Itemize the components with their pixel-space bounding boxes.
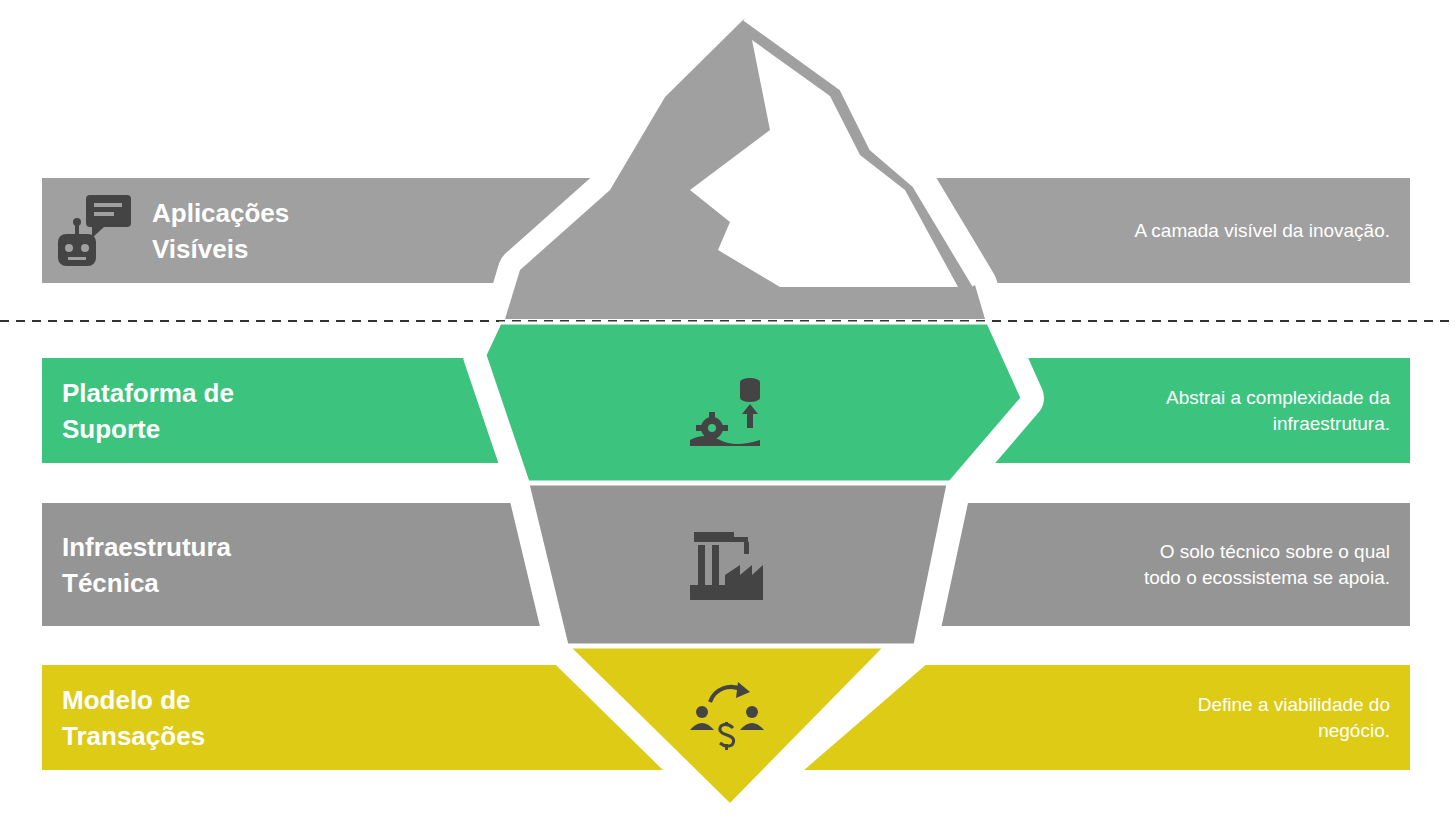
- band-heading: Plataforma de Suporte: [62, 375, 302, 447]
- band-description: O solo técnico sobre o qual todo o ecoss…: [1140, 539, 1390, 591]
- transaction-icon: [690, 682, 764, 750]
- band-heading: Aplicações Visíveis: [152, 195, 352, 267]
- band-description: Abstrai a complexidade da infraestrutura…: [1110, 385, 1390, 437]
- iceberg-section: [485, 323, 1022, 482]
- platform-icon: [690, 378, 760, 446]
- iceberg-section: [528, 484, 948, 645]
- iceberg-band: Modelo de Transações Define a viabilidade…: [42, 665, 1410, 770]
- band-description: Define a viabilidade do negócio.: [1130, 692, 1390, 744]
- iceberg-rim: [745, 18, 975, 285]
- band-heading: Infraestrutura Técnica: [62, 529, 302, 601]
- iceberg-peak: [505, 18, 985, 319]
- iceberg-band: Aplicações Visíveis A camada visível da i…: [42, 178, 1410, 283]
- band-heading: Modelo de Transações: [62, 682, 282, 754]
- iceberg-gap: [485, 18, 1022, 805]
- iceberg-band: Infraestrutura Técnica O solo técnico sob…: [42, 503, 1410, 626]
- robot-chat-icon: [58, 195, 131, 266]
- iceberg-section: [569, 647, 885, 805]
- factory-icon: [690, 532, 763, 600]
- iceberg-band: Plataforma de Suporte Abstrai a complexid…: [42, 358, 1410, 463]
- band-description: A camada visível da inovação.: [1130, 218, 1390, 244]
